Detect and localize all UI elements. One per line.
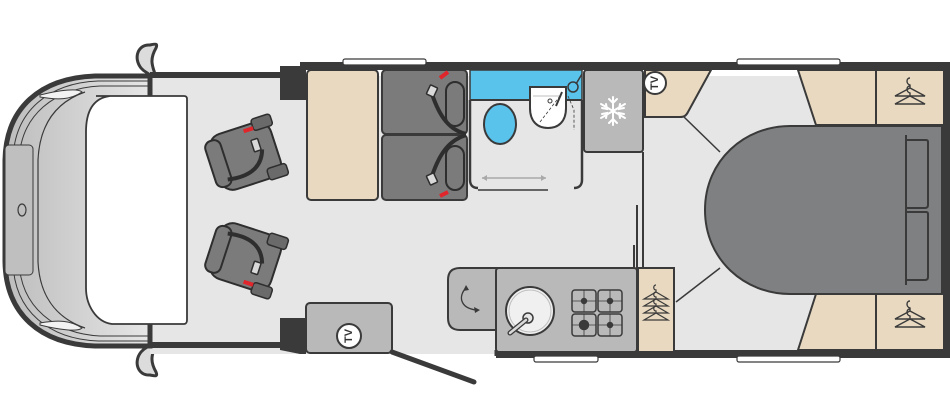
window-top-2 <box>736 58 841 66</box>
toilet <box>483 103 517 145</box>
island-bed[interactable] <box>703 125 943 295</box>
sink[interactable] <box>505 286 555 336</box>
wall-top <box>150 72 300 78</box>
tv-icon: TV <box>643 71 667 95</box>
wall-bottom-cab <box>150 342 280 348</box>
wall-bottom-front <box>280 344 306 354</box>
svg-text:TV: TV <box>649 75 661 90</box>
snowflake-icon <box>600 96 626 126</box>
windscreen <box>85 95 188 325</box>
kitchen-counter[interactable] <box>495 267 638 353</box>
entrance-door[interactable] <box>389 349 477 385</box>
swing-arrow-icon <box>460 285 480 313</box>
washroom[interactable] <box>468 69 584 191</box>
sliding-door-arrow-icon <box>482 175 546 181</box>
pillow-right <box>906 211 929 281</box>
grille <box>4 144 34 276</box>
hob-4-burner[interactable] <box>571 289 623 337</box>
side-sofa[interactable] <box>306 69 379 201</box>
wall-top-hab <box>300 62 949 70</box>
svg-text:TV: TV <box>343 328 355 343</box>
rear-tv-cabinet[interactable]: TV <box>643 69 713 118</box>
window-bottom-2 <box>736 355 841 363</box>
travel-seat-front[interactable] <box>381 69 468 136</box>
fridge[interactable] <box>583 69 644 153</box>
badge <box>17 203 27 217</box>
wardrobe-rear-top[interactable] <box>875 69 945 126</box>
window-top-1 <box>342 58 427 66</box>
tv-icon: TV <box>336 323 362 349</box>
front-tv-cabinet[interactable]: TV <box>305 302 393 354</box>
cab-seat-driver[interactable] <box>201 113 290 196</box>
wardrobe-mid[interactable] <box>637 267 675 353</box>
travel-seat-rear[interactable] <box>381 133 468 201</box>
hanger-icon <box>894 300 926 328</box>
window-bottom-1 <box>533 355 599 363</box>
basin-tap <box>567 81 579 93</box>
hanger-icon <box>894 77 926 105</box>
pillow-left <box>906 139 929 209</box>
basin <box>529 86 567 130</box>
hanger-icon <box>641 284 671 321</box>
wardrobe-rear-bottom[interactable] <box>875 293 945 351</box>
wall-rear <box>942 62 950 358</box>
wall-step-top <box>280 62 306 100</box>
corner-unit[interactable] <box>447 267 501 331</box>
cab-seat-passenger[interactable] <box>201 216 290 300</box>
wall-bottom-hab <box>496 350 949 358</box>
cab <box>2 73 188 349</box>
